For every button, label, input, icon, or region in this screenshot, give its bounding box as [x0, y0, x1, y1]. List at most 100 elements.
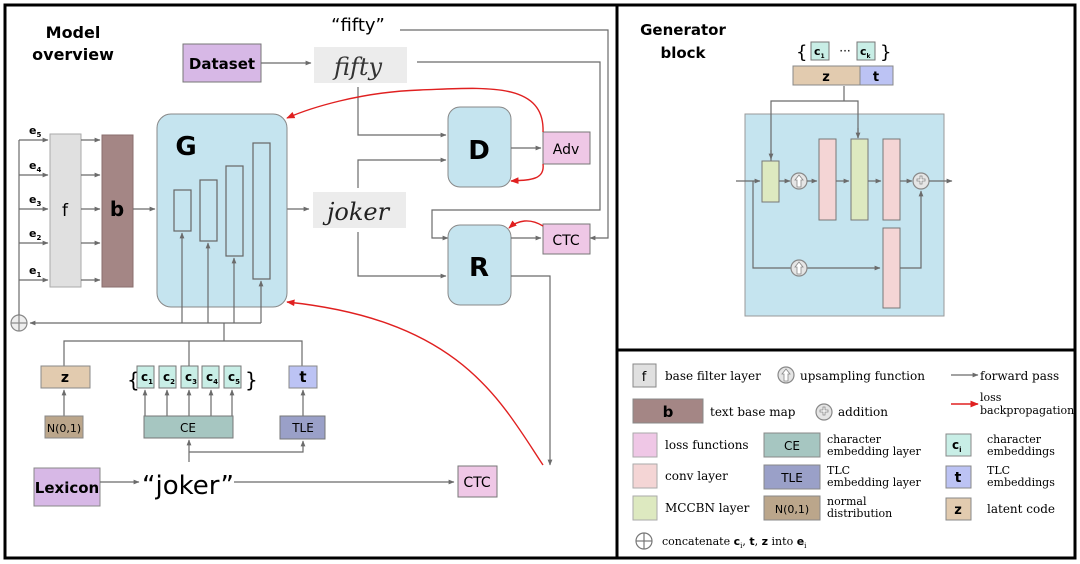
- legend-ci-swatch: [945, 433, 972, 457]
- adv-loss-box: [542, 131, 591, 165]
- e3-label: e3: [29, 193, 41, 208]
- upsampling-icon-1: [790, 172, 808, 190]
- legend-loss-label: loss functions: [665, 438, 749, 452]
- gen-ck-label: ck: [860, 45, 872, 60]
- z-t-join-line: [63, 340, 303, 366]
- legend-z-swatch: [945, 497, 972, 521]
- real-handwriting-text: fifty: [332, 53, 383, 81]
- recognizer-label: R: [469, 253, 489, 283]
- real-word-label: “fifty”: [331, 15, 385, 36]
- base-filter-layer: [49, 133, 82, 288]
- generator-block-title-line1: Generator: [640, 21, 726, 39]
- ctc-loss-bottom-box: [457, 465, 498, 498]
- legend-mccbn-label: MCCBN layer: [665, 501, 750, 515]
- gen-ck-box: [856, 41, 876, 61]
- legend-t-key: t: [955, 470, 962, 486]
- legend-ci-key: ci: [952, 438, 962, 454]
- legend-f-label: base filter layer: [665, 369, 761, 383]
- discriminator-node: [447, 106, 512, 188]
- legend-f-key: f: [642, 370, 647, 385]
- legend-panel: [615, 348, 1077, 560]
- g-layer-1: [173, 189, 192, 232]
- dataset-box: [182, 43, 262, 83]
- real-handwriting-image: [314, 47, 407, 83]
- gen-t-box: [859, 65, 894, 86]
- character-embeddings: [136, 365, 242, 389]
- legend-concat-icon: [635, 532, 653, 550]
- generator-block-body: [744, 113, 945, 317]
- legend-ce-key: CE: [784, 439, 800, 453]
- fake-image-to-r-line: [357, 232, 447, 279]
- legend-b-key: b: [663, 403, 674, 421]
- e2-label: e2: [29, 227, 41, 242]
- discriminator-label: D: [468, 136, 490, 166]
- gen-c1-label: c1: [814, 45, 825, 60]
- concatenate-icon: [10, 314, 28, 332]
- e-inputs: [19, 137, 49, 283]
- c1-label: c1: [141, 370, 153, 386]
- legend-addition-label: addition: [838, 405, 888, 419]
- gen-brace-close: }: [880, 42, 891, 63]
- legend-ce-label-1: character: [827, 433, 882, 446]
- legend-backprop-label-2: backpropagation: [980, 404, 1074, 417]
- real-image-to-d-line: [357, 87, 447, 138]
- generated-handwriting-image: [313, 192, 406, 228]
- text-base-map-label: b: [110, 197, 124, 221]
- lexicon-label: Lexicon: [35, 479, 99, 497]
- legend-tle-label-1: TLC: [827, 464, 850, 477]
- normal-distribution-box: [44, 415, 84, 439]
- legend-conv-label: conv layer: [665, 469, 728, 483]
- text-base-map: [101, 134, 134, 288]
- character-embedding-layer: [143, 415, 234, 439]
- label-to-ctc-line: [400, 29, 609, 241]
- f-to-b-arrows: [81, 137, 101, 283]
- c4-label: c4: [206, 370, 218, 386]
- gen-skip-to-add: [900, 190, 924, 269]
- legend-normal-label-1: normal: [827, 495, 867, 508]
- legend-t-swatch: [945, 465, 972, 489]
- legend-tle-label-2: embedding layer: [827, 476, 922, 489]
- model-overview-title-line1: Model: [46, 23, 101, 42]
- gen-mccbn-1: [761, 160, 780, 203]
- legend-f-swatch: [632, 363, 657, 388]
- tlc-embedding-label: t: [299, 368, 306, 386]
- normal-distribution-label: N(0,1): [47, 422, 81, 435]
- legend-t-label-2: embeddings: [987, 476, 1055, 489]
- legend-addition-icon: [815, 403, 833, 421]
- legend-normal-label-2: distribution: [827, 507, 892, 520]
- c2-label: c2: [163, 370, 175, 386]
- dataset-label: Dataset: [189, 55, 255, 73]
- g-layer-3: [225, 165, 244, 257]
- c3-label: c3: [185, 370, 197, 386]
- legend-backprop-label-1: loss: [980, 391, 1002, 404]
- gen-c1-box: [810, 41, 830, 61]
- adv-loss-label: Adv: [553, 142, 580, 158]
- recognizer-node: [447, 224, 512, 306]
- ce-label: CE: [180, 421, 196, 435]
- gen-t-label: t: [873, 70, 879, 85]
- generated-handwriting-text: joker: [322, 198, 391, 226]
- tlc-embedding-box: [288, 365, 318, 389]
- c5-label: c5: [228, 370, 240, 386]
- adv-to-g-backprop: [286, 87, 544, 133]
- e5-label: e5: [29, 124, 41, 139]
- legend-ci-label-2: embeddings: [987, 445, 1055, 458]
- gen-mccbn-2: [850, 138, 869, 221]
- e4-label: e4: [29, 159, 41, 174]
- legend-ce-swatch: [763, 432, 821, 458]
- gen-conv-1: [818, 138, 837, 221]
- legend-b-label: text base map: [710, 405, 796, 419]
- legend-tle-swatch: [763, 464, 821, 490]
- gen-ellipsis: ···: [839, 44, 850, 58]
- g-layer-2: [199, 179, 218, 242]
- ce-to-c-arrows: [142, 389, 235, 416]
- tle-label: TLE: [291, 421, 314, 435]
- fake-image-to-d-line: [357, 157, 447, 188]
- legend-conv-swatch: [632, 463, 658, 489]
- upsampling-icon-2: [790, 259, 808, 277]
- input-word: “joker”: [142, 471, 234, 501]
- base-filter-label: f: [62, 201, 69, 221]
- word-to-tle-arrow: [189, 440, 306, 453]
- latent-code-box: [40, 365, 91, 389]
